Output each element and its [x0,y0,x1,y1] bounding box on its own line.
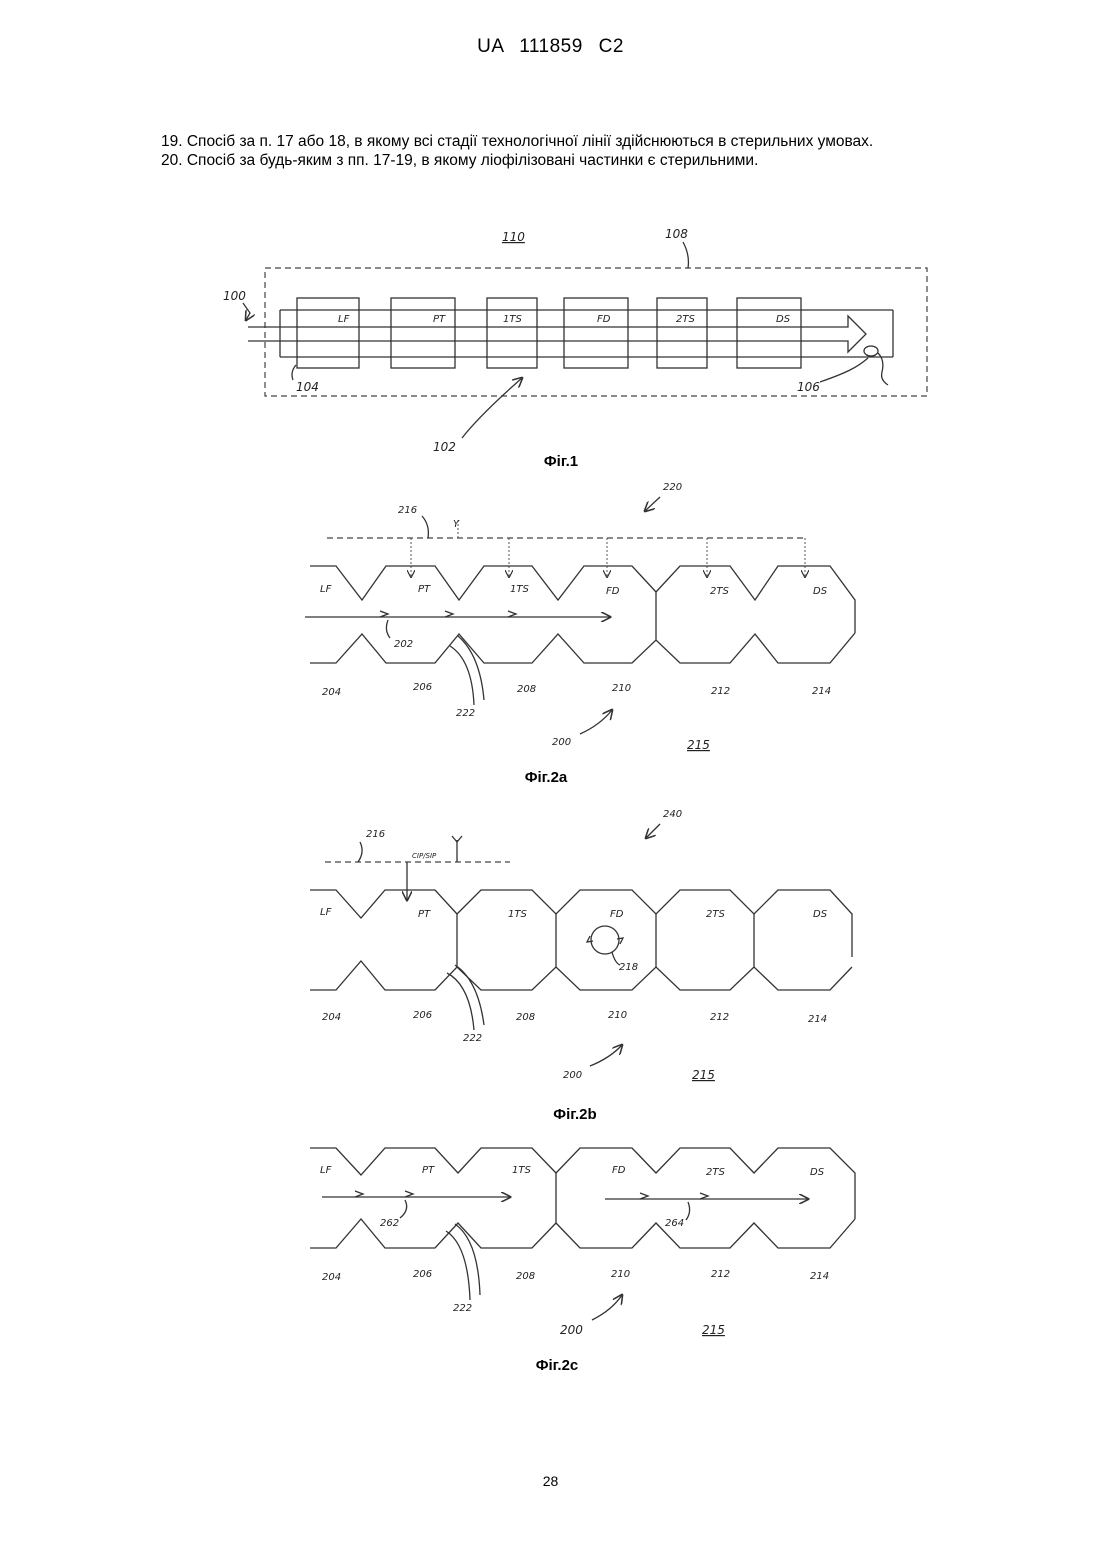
ref-200b: 200 [563,1070,582,1081]
ref-264: 264 [665,1218,684,1229]
enclosure-108 [265,268,927,396]
ref-214c: 214 [810,1271,829,1282]
ref-212c: 212 [711,1269,730,1280]
ref-102: 102 [433,440,456,454]
ref-106: 106 [797,380,820,394]
figure-2c: LF PT 1TS FD 2TS DS 262 264 204 206 208 … [310,1148,855,1337]
ref-216b: 216 [366,829,385,840]
fig2c-label-2ts: 2TS [706,1167,725,1178]
ref-110: 110 [502,230,525,244]
fig1-caption: Фіг.1 [544,453,578,470]
fig2c-label-ds: DS [810,1167,825,1178]
ref-214: 214 [812,686,831,697]
figure-1: LF PT 1TS FD 2TS DS 100 110 108 104 102 … [223,227,927,454]
ref-200: 200 [552,737,571,748]
chamber-top-outline [310,566,855,633]
fig2c-label-1ts: 1TS [512,1165,531,1176]
ref-206: 206 [413,682,432,693]
fig1-label-lf: LF [338,314,350,325]
symbol-y: Y [453,519,460,530]
chamber-bottom-outline [310,633,855,663]
fig2b-label-pt: PT [418,909,431,920]
ref-100: 100 [223,289,246,303]
ref-204c: 204 [322,1272,341,1283]
fig2b-label-1ts: 1TS [508,909,527,920]
ref-208b: 208 [516,1012,535,1023]
ref-104: 104 [296,380,319,394]
page-number: 28 [0,1473,1101,1489]
fig2a-caption: Фіг.2a [525,769,568,786]
fig2c-label-pt: PT [422,1165,435,1176]
fig2b-label-lf: LF [320,907,332,918]
ref-204b: 204 [322,1012,341,1023]
fig2c-caption: Фіг.2c [536,1357,579,1374]
ref-220: 220 [663,482,682,493]
ref-212: 212 [711,686,730,697]
chamber-bottom-outline [310,961,852,990]
fig1-label-1ts: 1TS [503,314,522,325]
ref-200c: 200 [560,1323,583,1337]
ref-204: 204 [322,687,341,698]
fig1-label-2ts: 2TS [676,314,695,325]
ref-215: 215 [687,738,710,752]
ref-210: 210 [612,683,631,694]
ref-206c: 206 [413,1269,432,1280]
ref-208: 208 [517,684,536,695]
figure-2a: Y LF PT 1TS FD 2TS DS 220 216 202 204 20… [305,482,855,752]
ref-215c: 215 [702,1323,725,1337]
fig1-label-pt: PT [433,314,446,325]
rotation-icon [591,926,619,954]
fig2a-label-ds: DS [813,586,828,597]
fig2a-label-1ts: 1TS [510,584,529,595]
chamber-top-outline [310,1148,855,1219]
ref-218: 218 [619,962,638,973]
ref-206b: 206 [413,1010,432,1021]
fig2c-label-fd: FD [612,1165,626,1176]
fig1-label-fd: FD [597,314,611,325]
ref-216: 216 [398,505,417,516]
ref-210b: 210 [608,1010,627,1021]
ref-108: 108 [665,227,688,241]
chamber-top-outline [310,890,852,957]
ref-262: 262 [380,1218,399,1229]
ref-222: 222 [456,708,475,719]
fig2a-label-fd: FD [606,586,620,597]
ref-215b: 215 [692,1068,715,1082]
fig2b-label-ds: DS [813,909,828,920]
ref-210c: 210 [611,1269,630,1280]
ref-240: 240 [663,809,682,820]
fig2b-caption: Фіг.2b [553,1106,596,1123]
figure-2b: CIP/SIP LF PT 1TS FD 2TS DS 240 216 218 … [310,809,852,1082]
fig2b-label-fd: FD [610,909,624,920]
fig2a-label-lf: LF [320,584,332,595]
ref-202: 202 [394,639,413,650]
fig1-label-ds: DS [776,314,791,325]
fig2a-label-2ts: 2TS [710,586,729,597]
ref-222b: 222 [463,1033,482,1044]
ref-212b: 212 [710,1012,729,1023]
ref-208c: 208 [516,1271,535,1282]
cip-sip-label: CIP/SIP [412,852,437,860]
ref-222c: 222 [453,1303,472,1314]
fig2b-label-2ts: 2TS [706,909,725,920]
ref-214b: 214 [808,1014,827,1025]
fig2a-label-pt: PT [418,584,431,595]
fig2c-label-lf: LF [320,1165,332,1176]
